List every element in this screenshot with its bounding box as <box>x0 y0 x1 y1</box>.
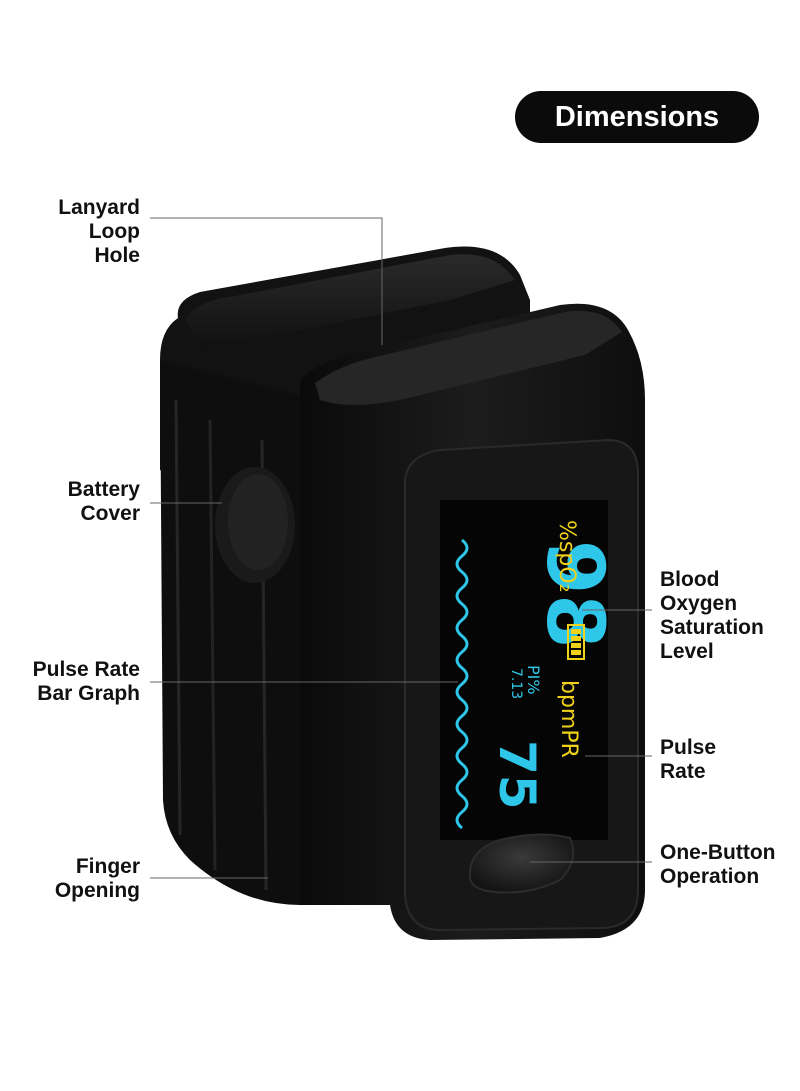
label-blood-oxygen-saturation-level: Blood Oxygen Saturation Level <box>660 568 764 663</box>
label-one-button-operation: One-Button Operation <box>660 841 776 888</box>
battery-icon <box>567 624 585 660</box>
label-finger-opening: Finger Opening <box>54 855 140 902</box>
pulse-value: 75 <box>488 740 546 810</box>
back-clip-top <box>185 254 515 350</box>
dimensions-badge: Dimensions <box>515 91 759 143</box>
oled-screen <box>440 500 608 840</box>
pulse-rate-waveform <box>455 538 469 830</box>
label-pulse-rate: Pulse Rate <box>660 736 717 783</box>
dimensions-badge-text: Dimensions <box>554 100 720 133</box>
pi-label: PI% <box>524 665 543 695</box>
one-button <box>468 833 575 894</box>
pulse-unit: bpmPR <box>556 680 581 758</box>
ridge-2 <box>208 419 217 871</box>
label-lanyard-loop-hole: Lanyard Loop Hole <box>58 196 140 267</box>
ridge-1 <box>174 399 182 836</box>
front-top <box>315 310 622 405</box>
label-battery-cover: Battery Cover <box>67 478 140 525</box>
pi-value: 7.13 <box>508 668 524 699</box>
label-pulse-rate-bar-graph: Pulse Rate Bar Graph <box>32 658 140 705</box>
spo2-unit: %spO₂ <box>554 520 579 592</box>
